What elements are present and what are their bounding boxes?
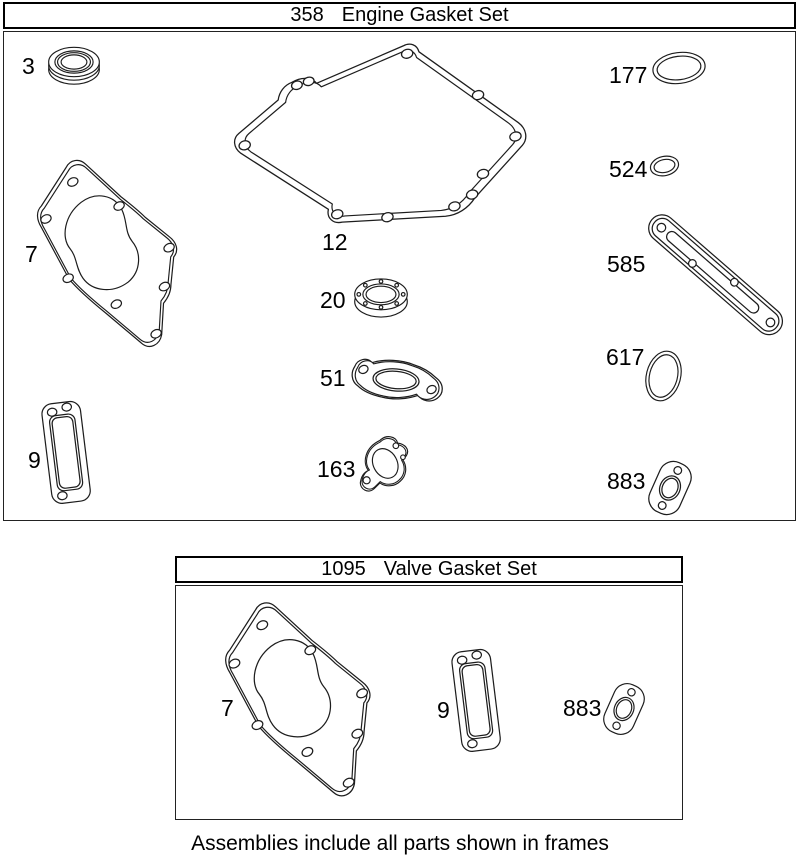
part-label-585: 585	[607, 251, 646, 277]
part-label-883: 883	[607, 468, 646, 494]
part-51-flange-gasket-drawing	[348, 355, 446, 403]
part-label-51: 51	[320, 365, 346, 391]
part-524-o-ring-drawing	[648, 153, 681, 179]
part-883-exhaust-gasket-drawing	[602, 679, 646, 739]
part-12-crankcase-gasket-drawing	[225, 39, 545, 230]
engine-set-number: 358	[290, 4, 324, 26]
part-label-7: 7	[25, 241, 38, 267]
engine-set-title: Engine Gasket Set	[341, 4, 509, 26]
part-3-oil-seal-drawing	[44, 42, 104, 90]
assemblies-caption: Assemblies include all parts shown in fr…	[191, 832, 609, 855]
part-177-o-ring-drawing	[650, 48, 708, 88]
part-label-163: 163	[317, 456, 356, 482]
part-9-valve-gasket-drawing	[450, 640, 502, 760]
part-label-7-valve-set: 7	[221, 695, 234, 721]
part-label-617: 617	[606, 344, 645, 370]
valve-set-number: 1095	[321, 558, 366, 580]
part-label-9-valve-set: 9	[437, 697, 450, 723]
part-7-head-gasket-drawing	[221, 599, 389, 805]
part-20-seal-drawing	[352, 276, 410, 320]
part-label-12: 12	[322, 229, 348, 255]
part-9-valve-gasket-drawing	[40, 392, 92, 512]
engine-set-title-bar: 358 Engine Gasket Set	[3, 2, 796, 29]
valve-set-title-bar: 1095 Valve Gasket Set	[175, 556, 683, 583]
part-883-exhaust-gasket-drawing	[647, 456, 693, 520]
part-label-3: 3	[22, 53, 35, 79]
part-7-head-gasket-drawing	[33, 156, 195, 356]
valve-set-title: Valve Gasket Set	[383, 558, 537, 580]
part-label-20: 20	[320, 287, 346, 313]
part-label-177: 177	[609, 62, 648, 88]
part-label-524: 524	[609, 156, 648, 182]
part-585-breather-gasket-drawing	[644, 209, 790, 343]
part-label-9: 9	[28, 447, 41, 473]
part-617-o-ring-drawing	[641, 347, 686, 405]
part-163-carb-gasket-drawing	[356, 432, 418, 502]
part-label-883-valve-set: 883	[563, 695, 602, 721]
